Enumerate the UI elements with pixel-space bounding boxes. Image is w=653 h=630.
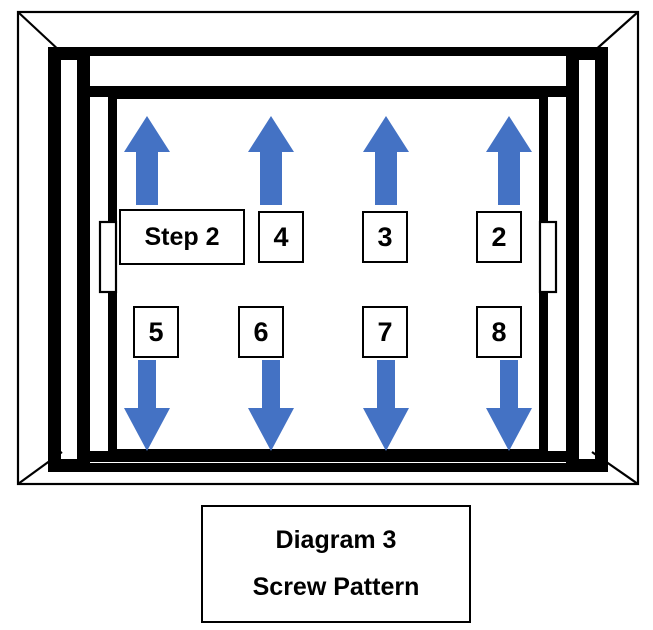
door-panel-top-rail — [108, 92, 548, 99]
right-jamb-inner-bar — [566, 47, 579, 472]
left-jamb-top-cap — [48, 47, 90, 60]
screw-box-8: 8 — [476, 306, 522, 358]
left-latch — [98, 220, 118, 294]
sill-lower-rail — [90, 463, 566, 472]
right-jamb-outer-bar — [595, 47, 608, 472]
screw-box-5-label: 5 — [148, 316, 164, 347]
screw-box-2-label: 2 — [491, 221, 507, 252]
left-jamb — [48, 47, 90, 472]
down-arrow-1 — [124, 360, 170, 451]
right-jamb — [566, 47, 608, 472]
screw-box-7-label: 7 — [377, 316, 393, 347]
screw-box-3-label: 3 — [377, 221, 393, 252]
screw-box-6-label: 6 — [253, 316, 269, 347]
up-arrow-3 — [363, 116, 409, 205]
diagram-subtitle: Screw Pattern — [252, 572, 420, 601]
screw-box-3: 3 — [362, 211, 408, 263]
left-jamb-bottom-cap — [48, 459, 90, 472]
right-jamb-bottom-cap — [566, 459, 608, 472]
right-latch — [538, 220, 558, 294]
head-jamb-lower-rail — [90, 86, 566, 97]
step-label-box: Step 2 — [119, 209, 245, 265]
corner-diagonal-top-left — [17, 11, 63, 54]
down-arrow-4 — [486, 360, 532, 451]
outer-casing-rect — [16, 10, 640, 486]
screw-box-5: 5 — [133, 306, 179, 358]
door-panel-bottom-rail — [108, 449, 548, 456]
left-jamb-inner-bar — [77, 47, 90, 472]
left-jamb-outer-bar — [48, 47, 61, 472]
down-arrow-2 — [248, 360, 294, 451]
step-label-text: Step 2 — [144, 222, 220, 251]
screw-box-4: 4 — [258, 211, 304, 263]
screw-box-6: 6 — [238, 306, 284, 358]
screw-box-2: 2 — [476, 211, 522, 263]
caption-box: Diagram 3 Screw Pattern — [201, 505, 471, 623]
door-panel — [108, 92, 548, 456]
sill-upper-rail — [90, 451, 566, 462]
right-jamb-top-cap — [566, 47, 608, 60]
screw-box-7: 7 — [362, 306, 408, 358]
up-arrow-2 — [248, 116, 294, 205]
diagram-title: Diagram 3 — [275, 526, 397, 555]
head-jamb — [90, 47, 566, 97]
down-arrow-group — [124, 360, 532, 451]
corner-diagonal-top-right — [591, 11, 639, 54]
up-arrow-4 — [486, 116, 532, 205]
up-arrow-1 — [124, 116, 170, 205]
down-arrow-3 — [363, 360, 409, 451]
sill — [90, 451, 566, 472]
up-arrow-group — [124, 116, 532, 205]
screw-box-4-label: 4 — [273, 221, 289, 252]
screw-box-8-label: 8 — [491, 316, 507, 347]
head-jamb-upper-rail — [90, 47, 566, 56]
